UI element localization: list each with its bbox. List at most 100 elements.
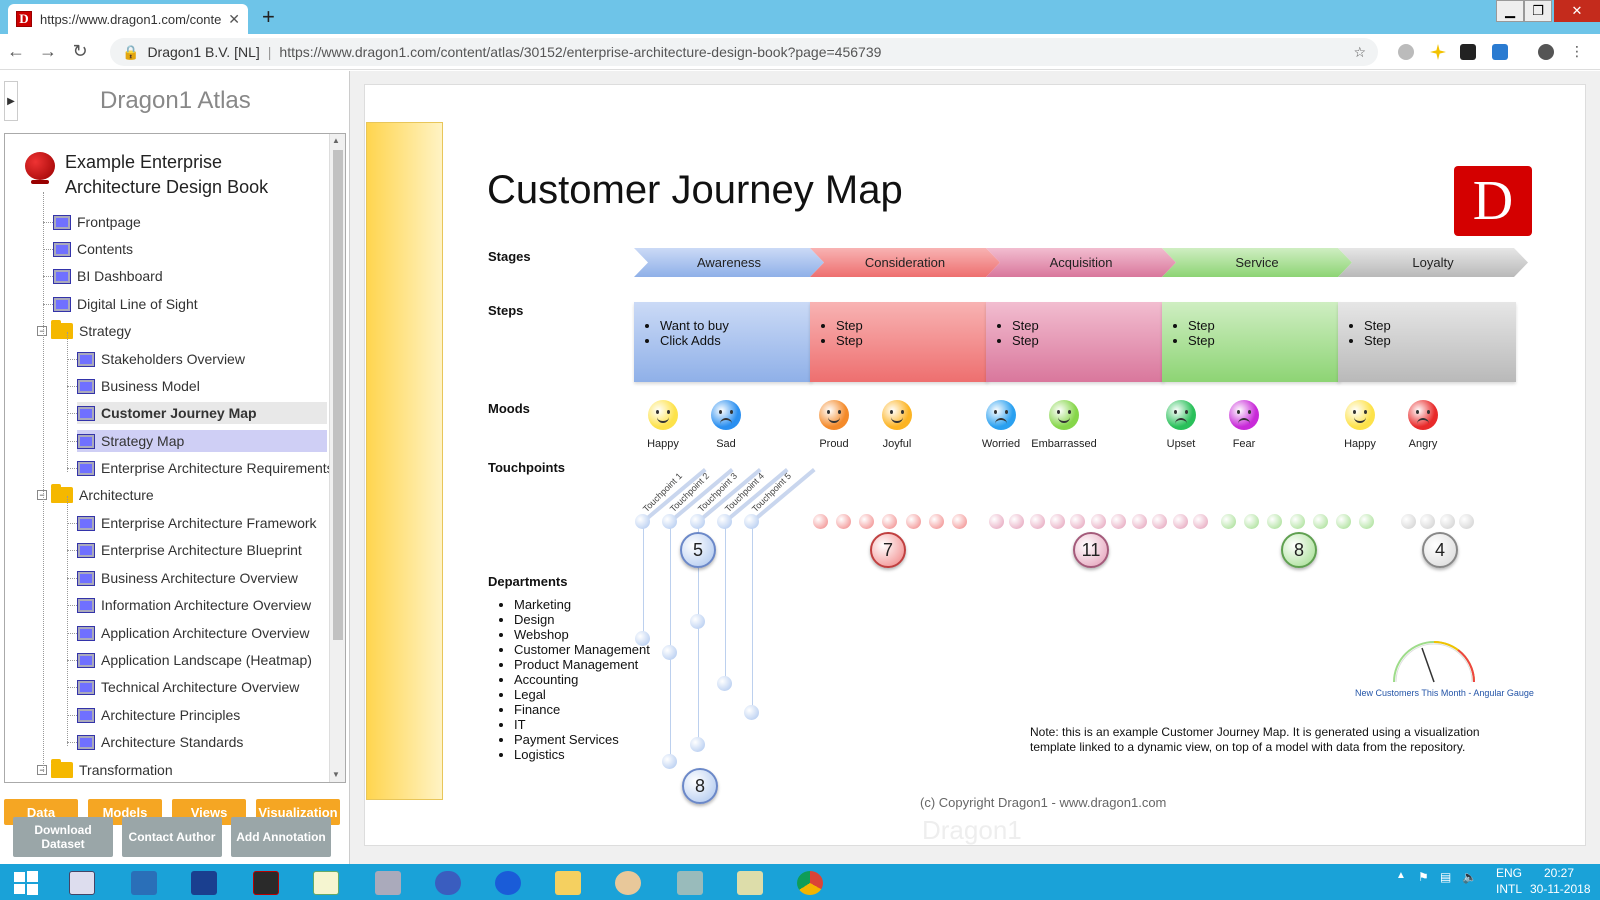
collapse-icon[interactable]: −	[37, 326, 47, 336]
touchpoint-dot[interactable]	[906, 514, 921, 529]
tray-time[interactable]: 20:27	[1544, 866, 1575, 880]
tree-scrollbar[interactable]: ▲ ▼	[329, 134, 345, 782]
tree-page-item[interactable]: BI Dashboard	[53, 265, 163, 287]
tray-flag-icon[interactable]: ⚑	[1418, 870, 1429, 884]
touchpoint-dot[interactable]	[1070, 514, 1085, 529]
malwarebytes-app-icon[interactable]	[482, 868, 534, 898]
forward-icon[interactable]: →	[39, 41, 57, 61]
tree-root[interactable]: Example Enterprise Architecture Design B…	[23, 150, 268, 200]
touchpoint-dot[interactable]	[744, 514, 759, 529]
touchpoint-dot[interactable]	[1290, 514, 1305, 529]
tray-expand-icon[interactable]: ▲	[1396, 870, 1406, 881]
collapse-icon[interactable]: −	[37, 490, 47, 500]
tree-page-item[interactable]: Architecture Principles	[77, 704, 240, 726]
close-window-button[interactable]: ✕	[1554, 0, 1600, 22]
touchpoint-dot[interactable]	[1132, 514, 1147, 529]
touchpoint-dot[interactable]	[1193, 514, 1208, 529]
touchpoint-dot[interactable]	[882, 514, 897, 529]
scroll-thumb[interactable]	[333, 150, 343, 640]
chart-app-icon[interactable]	[300, 868, 352, 898]
touchpoint-dot[interactable]	[1152, 514, 1167, 529]
touchpoint-dot[interactable]	[1440, 514, 1455, 529]
touchpoint-dot[interactable]	[690, 514, 705, 529]
touchpoint-dot[interactable]	[1336, 514, 1351, 529]
touchpoint-dot[interactable]	[1459, 514, 1474, 529]
maximize-button[interactable]: ❐	[1524, 0, 1552, 22]
browser-tab[interactable]: D https://www.dragon1.com/conte ✕	[8, 4, 248, 34]
extension-check-icon[interactable]	[1460, 44, 1476, 60]
download-dataset-button[interactable]: Download Dataset	[13, 817, 113, 857]
tree-page-item[interactable]: Architecture Standards	[77, 731, 243, 753]
tree-folder[interactable]: −Architecture	[37, 484, 154, 506]
touchpoint-dot[interactable]	[1420, 514, 1435, 529]
back-icon[interactable]: ←	[7, 41, 25, 61]
touchpoint-dot[interactable]	[1244, 514, 1259, 529]
menu-icon[interactable]: ⋮	[1570, 44, 1584, 60]
add-annotation-button[interactable]: Add Annotation	[231, 817, 331, 857]
department-dot[interactable]	[690, 614, 705, 629]
file-manager-app-icon[interactable]	[56, 868, 108, 898]
tray-lang-1[interactable]: ENG	[1496, 866, 1523, 880]
tree-page-item[interactable]: Frontpage	[53, 211, 141, 233]
contact-author-button[interactable]: Contact Author	[122, 817, 222, 857]
network-app-icon[interactable]	[664, 868, 716, 898]
tray-network-icon[interactable]: ▤	[1440, 870, 1452, 884]
touchpoint-dot[interactable]	[1009, 514, 1024, 529]
scroll-down-icon[interactable]: ▼	[332, 770, 340, 779]
touchpoint-dot[interactable]	[929, 514, 944, 529]
powershell-app-icon[interactable]	[118, 868, 170, 898]
tray-lang-2[interactable]: INTL	[1496, 882, 1523, 896]
touchpoint-dot[interactable]	[813, 514, 828, 529]
touchpoint-dot[interactable]	[952, 514, 967, 529]
paint-app-icon[interactable]	[602, 868, 654, 898]
department-dot[interactable]	[744, 705, 759, 720]
touchpoint-dot[interactable]	[1050, 514, 1065, 529]
touchpoint-dot[interactable]	[1359, 514, 1374, 529]
tree-page-item[interactable]: Technical Architecture Overview	[77, 676, 299, 698]
touchpoint-dot[interactable]	[1401, 514, 1416, 529]
profile-icon[interactable]	[1538, 44, 1554, 60]
touchpoint-dot[interactable]	[1313, 514, 1328, 529]
reload-icon[interactable]: ↻	[72, 41, 88, 61]
windows-start-icon[interactable]	[0, 868, 52, 898]
tree-page-item[interactable]: Business Architecture Overview	[77, 567, 298, 589]
department-dot[interactable]	[662, 645, 677, 660]
extension-circle-icon[interactable]	[1398, 44, 1414, 60]
department-dot[interactable]	[635, 631, 650, 646]
touchpoint-dot[interactable]	[1221, 514, 1236, 529]
tree-page-item[interactable]: Information Architecture Overview	[77, 594, 311, 616]
tree-page-item[interactable]: Application Architecture Overview	[77, 622, 310, 644]
touchpoint-dot[interactable]	[717, 514, 732, 529]
save-app-icon[interactable]	[178, 868, 230, 898]
department-dot[interactable]	[717, 676, 732, 691]
department-dot[interactable]	[690, 737, 705, 752]
department-dot[interactable]	[662, 754, 677, 769]
tree-page-item[interactable]: Enterprise Architecture Blueprint	[77, 539, 302, 561]
touchpoint-dot[interactable]	[635, 514, 650, 529]
extension-s-icon[interactable]	[1492, 44, 1508, 60]
new-tab-button[interactable]: +	[262, 4, 275, 29]
monitor-app-icon[interactable]	[362, 868, 414, 898]
tree-page-item[interactable]: Enterprise Architecture Framework	[77, 512, 317, 534]
touchpoint-dot[interactable]	[1030, 514, 1045, 529]
acrobat-app-icon[interactable]	[240, 868, 292, 898]
touchpoint-dot[interactable]	[836, 514, 851, 529]
tree-page-item[interactable]: Strategy Map	[77, 430, 327, 452]
tree-page-item[interactable]: Business Model	[77, 375, 200, 397]
touchpoint-dot[interactable]	[1111, 514, 1126, 529]
tree-page-item[interactable]: Application Landscape (Heatmap)	[77, 649, 312, 671]
touchpoint-dot[interactable]	[1173, 514, 1188, 529]
touchpoint-dot[interactable]	[859, 514, 874, 529]
tree-page-item[interactable]: Enterprise Architecture Requirements	[77, 457, 334, 479]
touchpoint-dot[interactable]	[1267, 514, 1282, 529]
tools-app-icon[interactable]	[724, 868, 776, 898]
tray-volume-icon[interactable]: 🔈	[1462, 870, 1477, 884]
bookmark-star-icon[interactable]: ☆	[1353, 43, 1366, 60]
address-bar[interactable]: 🔒 Dragon1 B.V. [NL] | https://www.dragon…	[110, 38, 1378, 66]
tree-page-item[interactable]: Stakeholders Overview	[77, 348, 245, 370]
tree-folder[interactable]: −Strategy	[37, 320, 131, 342]
collapse-icon[interactable]: −	[37, 765, 47, 775]
chrome-app-icon[interactable]	[784, 868, 836, 898]
tree-page-item[interactable]: Customer Journey Map	[77, 402, 327, 424]
tray-date[interactable]: 30-11-2018	[1530, 882, 1591, 896]
